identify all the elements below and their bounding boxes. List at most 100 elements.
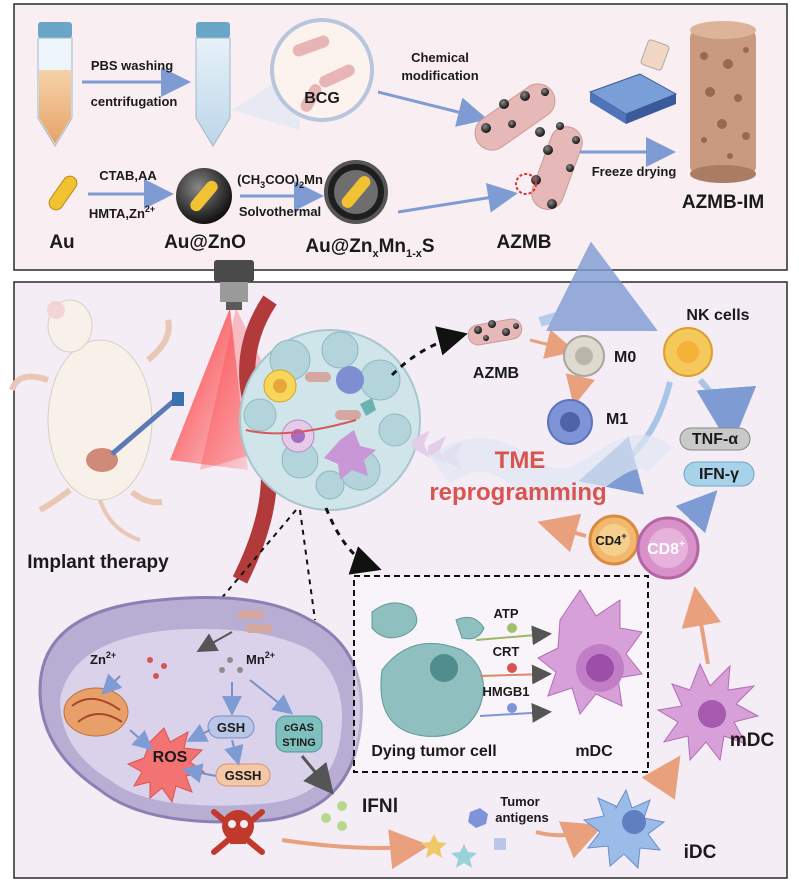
freeze-tray	[588, 39, 678, 124]
atp-label: ATP	[493, 606, 518, 621]
arrow-death	[281, 829, 430, 870]
tumor-mass	[239, 329, 421, 511]
bcg-circle	[270, 18, 374, 122]
dying-tumor-cell-label: Dying tumor cell	[371, 743, 496, 760]
zn-label: Zn2+	[90, 650, 116, 667]
dying-tumor-cells	[371, 602, 485, 737]
azmb-top-label: AZMB	[497, 232, 552, 253]
m1-label: M1	[606, 411, 628, 428]
arrow-atp	[475, 625, 552, 646]
ros-label: ROS	[153, 749, 188, 766]
arrow-gsh-gssh	[224, 739, 244, 766]
crt-label: CRT	[493, 644, 520, 659]
arrow-mito-ros	[129, 729, 153, 751]
arrow-cd4-tme	[537, 513, 587, 553]
nk-cells-label: NK cells	[686, 307, 749, 324]
hmta-label: HMTA,Zn2+	[89, 204, 155, 221]
ifn-dots	[321, 801, 347, 831]
tme-label: TME	[495, 447, 546, 474]
mdc-cell	[656, 662, 760, 762]
mdc-inner-cell	[537, 589, 643, 716]
therapy-panel: Implant therapy	[9, 241, 788, 879]
synthesis-panel: PBS washing centrifugation BCG Chemical …	[13, 3, 788, 271]
centrifuge-tube-orange	[37, 22, 73, 147]
gsh-label: GSH	[217, 720, 245, 735]
ifn-gamma-label: IFN-γ	[699, 466, 739, 483]
m1-macrophage	[547, 399, 593, 445]
arrow-crt	[479, 664, 552, 685]
arrow-to-azmb	[390, 326, 468, 377]
tme-wave	[429, 435, 673, 502]
arrow-azmb-m0	[529, 329, 576, 359]
m0-label: M0	[614, 349, 636, 366]
arrow-mdc-cd8	[681, 586, 722, 665]
bcg-label: BCG	[304, 90, 340, 107]
arrow-gsh-ros	[186, 723, 211, 742]
arrow-sting-ifn	[300, 755, 334, 795]
hmgb1-label: HMGB1	[483, 684, 530, 699]
azmb-in-cell-2	[246, 624, 272, 633]
ifn-one-label: IFNⅠ	[362, 796, 398, 817]
azmb-im-sponge	[690, 21, 756, 183]
antigens-label: antigens	[495, 810, 548, 825]
cd8-label: CD8+	[647, 539, 685, 558]
mn-acetate-label: (CH3COO)2Mn	[237, 172, 323, 190]
centrifuge-tube-clear	[195, 22, 231, 147]
ifn-gamma-badge	[683, 461, 755, 487]
arrow-idc-mdc	[641, 755, 681, 800]
hmgb1-dot	[507, 703, 517, 713]
idc-cell	[582, 788, 666, 870]
freeze-drying-label: Freeze drying	[592, 164, 677, 179]
tnf-label: TNF-α	[692, 431, 738, 448]
arrow-hmgb1	[479, 702, 552, 723]
atp-dot	[507, 623, 517, 633]
azmb-rods	[474, 83, 583, 210]
mdc-inner-label: mDC	[575, 743, 613, 760]
au-zno-label: Au@ZnO	[164, 232, 246, 253]
cd4-label: CD4+	[595, 531, 626, 548]
arrow-release	[196, 631, 233, 652]
arrow-antigen-idc	[535, 821, 604, 859]
gssh-label: GSSH	[225, 768, 262, 783]
implant-therapy-label: Implant therapy	[27, 552, 169, 573]
azmb-bottom-label: AZMB	[473, 365, 519, 382]
zoom-line-right	[299, 509, 316, 621]
azmb-im-label: AZMB-IM	[682, 192, 764, 213]
tumor-antigens	[421, 808, 506, 868]
mn-label: Mn2+	[246, 650, 275, 667]
cgas-label: cGAS	[284, 722, 314, 734]
cancer-cell	[38, 596, 363, 824]
arrow-to-dying-cell	[324, 507, 382, 575]
azmb-in-cell	[238, 610, 264, 619]
au-znmns-label: Au@ZnxMn1-xS	[305, 236, 434, 260]
m0-macrophage	[563, 335, 605, 377]
chemical-label: Chemical	[411, 50, 469, 65]
reprogramming-label: reprogramming	[429, 479, 606, 506]
ctab-label: CTAB,AA	[99, 168, 157, 183]
synthesis-panel-bg	[13, 3, 788, 271]
centrifugation-label: centrifugation	[91, 94, 178, 109]
crt-dot	[507, 663, 517, 673]
zn-ions	[147, 657, 167, 679]
arrow-mn-sting	[249, 679, 294, 715]
solvothermal-label: Solvothermal	[239, 204, 321, 219]
cgas-sting-badge	[275, 715, 323, 753]
au-rod	[48, 175, 78, 211]
arrow-coating	[397, 182, 518, 214]
idc-label: iDC	[684, 842, 717, 863]
pbs-washing-label: PBS washing	[91, 58, 173, 73]
au-zno-particle	[176, 168, 232, 224]
skull-icon	[211, 809, 265, 855]
cd4-cell	[588, 514, 640, 566]
sting-label: STING	[282, 737, 316, 749]
tumor-label: Tumor	[500, 794, 539, 809]
tnf-badge	[679, 427, 751, 451]
arrow-chem-mod	[377, 90, 488, 127]
arrow-zn-mito	[101, 673, 123, 695]
modification-label: modification	[401, 68, 478, 83]
arrow-gssh-ros	[182, 763, 217, 783]
arrow-cd8-ifn	[675, 490, 718, 534]
azmb-rod-bottom	[467, 318, 523, 346]
arrow-m0-m1	[565, 373, 595, 406]
